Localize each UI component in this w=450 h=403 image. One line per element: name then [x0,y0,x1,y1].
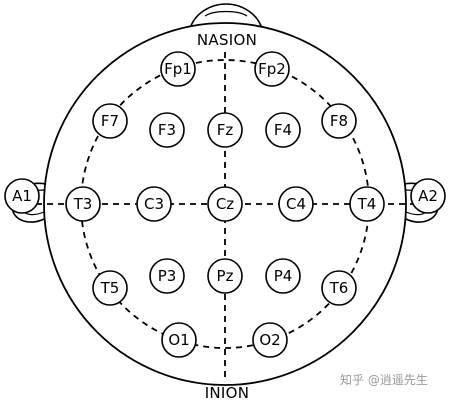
electrode-fz: Fz [207,112,243,148]
electrode-f3: F3 [149,112,185,148]
electrode-f4-circle [265,112,301,148]
electrode-p3: P3 [149,258,185,294]
electrode-f7-circle [92,103,128,139]
electrode-o2-circle [252,322,288,358]
electrode-pz: Pz [207,258,243,294]
electrode-p4: P4 [265,258,301,294]
electrode-p3-label: P3 [158,267,177,285]
electrode-fp1: Fp1 [160,51,196,87]
electrode-t4-label: T4 [357,195,377,213]
electrode-t6: T6 [321,270,357,306]
electrode-f8: F8 [321,103,357,139]
nose-notch [204,10,248,17]
electrode-o1-circle [161,322,197,358]
electrode-f4-label: F4 [274,121,292,139]
electrode-f4: F4 [265,112,301,148]
electrode-o1: O1 [161,322,197,358]
electrode-f3-label: F3 [158,121,176,139]
electrode-c4-circle [278,186,314,222]
electrode-fz-circle [207,112,243,148]
electrode-f7-label: F7 [101,112,119,130]
electrode-cz-label: Cz [216,195,234,213]
electrode-t4-circle [349,186,385,222]
inion-label: INION [205,384,250,402]
electrode-t5-label: T5 [100,279,120,297]
electrode-a1: A1 [4,178,40,214]
electrode-t3: T3 [65,186,101,222]
electrode-fp1-circle [160,51,196,87]
nose-outline [189,3,263,30]
electrode-fp2-circle [254,51,290,87]
electrode-f3-circle [149,112,185,148]
electrode-fp2: Fp2 [254,51,290,87]
electrode-a2-label: A2 [418,187,438,205]
electrode-cz-circle [207,186,243,222]
electrode-t6-label: T6 [329,279,349,297]
electrode-fp2-label: Fp2 [258,60,286,78]
electrode-c4-label: C4 [286,195,306,213]
electrode-t5: T5 [92,270,128,306]
electrode-t6-circle [321,270,357,306]
electrode-t4: T4 [349,186,385,222]
electrode-c3-circle [136,186,172,222]
electrode-t3-circle [65,186,101,222]
electrode-fz-label: Fz [217,121,234,139]
electrode-o1-label: O1 [168,331,189,349]
electrode-p4-circle [265,258,301,294]
electrode-f8-circle [321,103,357,139]
electrode-c3: C3 [136,186,172,222]
electrode-a2: A2 [410,178,446,214]
electrode-o2-label: O2 [259,331,280,349]
electrode-pz-circle [207,258,243,294]
electrode-f8-label: F8 [330,112,348,130]
electrode-cz: Cz [207,186,243,222]
electrode-f7: F7 [92,103,128,139]
electrode-p4-label: P4 [274,267,293,285]
electrode-t5-circle [92,270,128,306]
electrode-a1-label: A1 [12,187,32,205]
nasion-label: NASION [197,31,257,49]
electrode-c4: C4 [278,186,314,222]
watermark-text: 知乎 @逍遥先生 [340,373,428,387]
electrode-a2-circle [410,178,446,214]
electrode-t3-label: T3 [73,195,93,213]
electrode-pz-label: Pz [217,267,234,285]
electrode-c3-label: C3 [144,195,164,213]
electrode-o2: O2 [252,322,288,358]
electrode-a1-circle [4,178,40,214]
electrode-p3-circle [149,258,185,294]
electrode-fp1-label: Fp1 [164,60,192,78]
